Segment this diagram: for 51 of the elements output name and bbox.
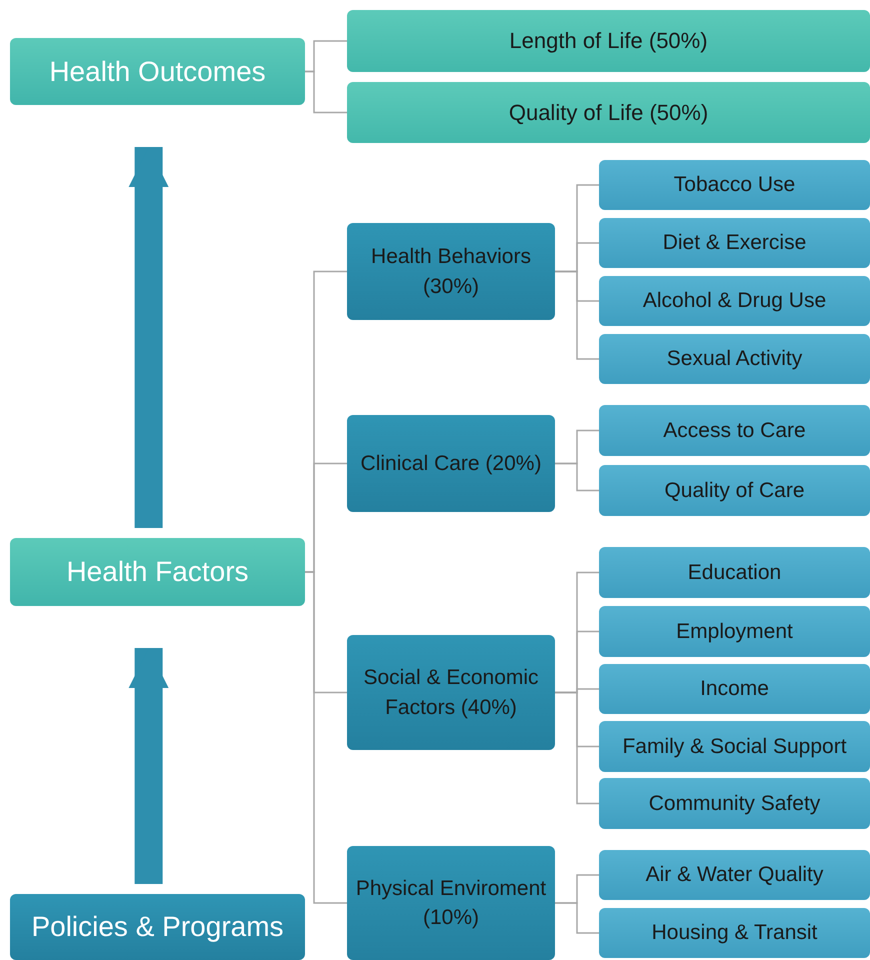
box-label: Housing & Transit bbox=[652, 921, 818, 945]
box-label: Clinical Care (20%) bbox=[360, 450, 542, 477]
measure-box bbox=[599, 465, 870, 516]
measure-box bbox=[599, 908, 870, 958]
box-label: Social & Economic Factors (40%) bbox=[362, 665, 540, 720]
box-label: Sexual Activity bbox=[666, 347, 802, 371]
box-label: Family & Social Support bbox=[622, 734, 847, 758]
box-label: Alcohol & Drug Use bbox=[642, 289, 826, 313]
factor-box bbox=[347, 846, 555, 960]
box-label: Air & Water Quality bbox=[646, 863, 824, 887]
outcome-box bbox=[347, 82, 870, 143]
measure-box bbox=[599, 334, 870, 384]
box-label: Income bbox=[700, 677, 769, 701]
connector-line bbox=[305, 70, 347, 114]
outcome-box bbox=[347, 10, 870, 72]
box-label: Physical Enviroment (10%) bbox=[354, 876, 548, 931]
box-label: Health Behaviors (30%) bbox=[370, 244, 532, 300]
factor-box bbox=[347, 635, 555, 750]
factor-box bbox=[347, 415, 555, 512]
box-label: Quality of Care bbox=[664, 478, 805, 502]
measure-box bbox=[599, 405, 870, 456]
box-label: Tobacco Use bbox=[674, 173, 796, 197]
arrow bbox=[128, 147, 169, 528]
box-label: Employment bbox=[676, 620, 793, 644]
level-box bbox=[10, 894, 305, 960]
measure-box bbox=[599, 850, 870, 900]
box-label: Access to Care bbox=[663, 418, 806, 442]
box-label: Community Safety bbox=[648, 792, 820, 816]
box-label: Health Factors bbox=[66, 556, 249, 588]
measure-box bbox=[599, 218, 870, 268]
measure-box bbox=[599, 160, 870, 210]
measure-box bbox=[599, 664, 870, 714]
measure-box bbox=[599, 721, 870, 772]
box-label: Health Outcomes bbox=[49, 56, 266, 88]
connector-line bbox=[305, 571, 347, 904]
connector-line bbox=[555, 902, 599, 934]
measure-box bbox=[599, 547, 870, 598]
box-label: Education bbox=[688, 560, 782, 584]
measure-box bbox=[599, 778, 870, 829]
measure-box bbox=[599, 276, 870, 326]
arrow bbox=[128, 648, 169, 884]
connector-line bbox=[555, 692, 599, 804]
factor-box bbox=[347, 223, 555, 320]
box-label: Diet & Exercise bbox=[662, 231, 806, 255]
box-label: Quality of Life (50%) bbox=[508, 100, 708, 126]
level-box bbox=[10, 38, 305, 105]
measure-box bbox=[599, 606, 870, 657]
box-label: Policies & Programs bbox=[31, 911, 284, 943]
connector-line bbox=[555, 462, 599, 492]
box-label: Length of Life (50%) bbox=[509, 28, 708, 54]
level-box bbox=[10, 538, 305, 606]
